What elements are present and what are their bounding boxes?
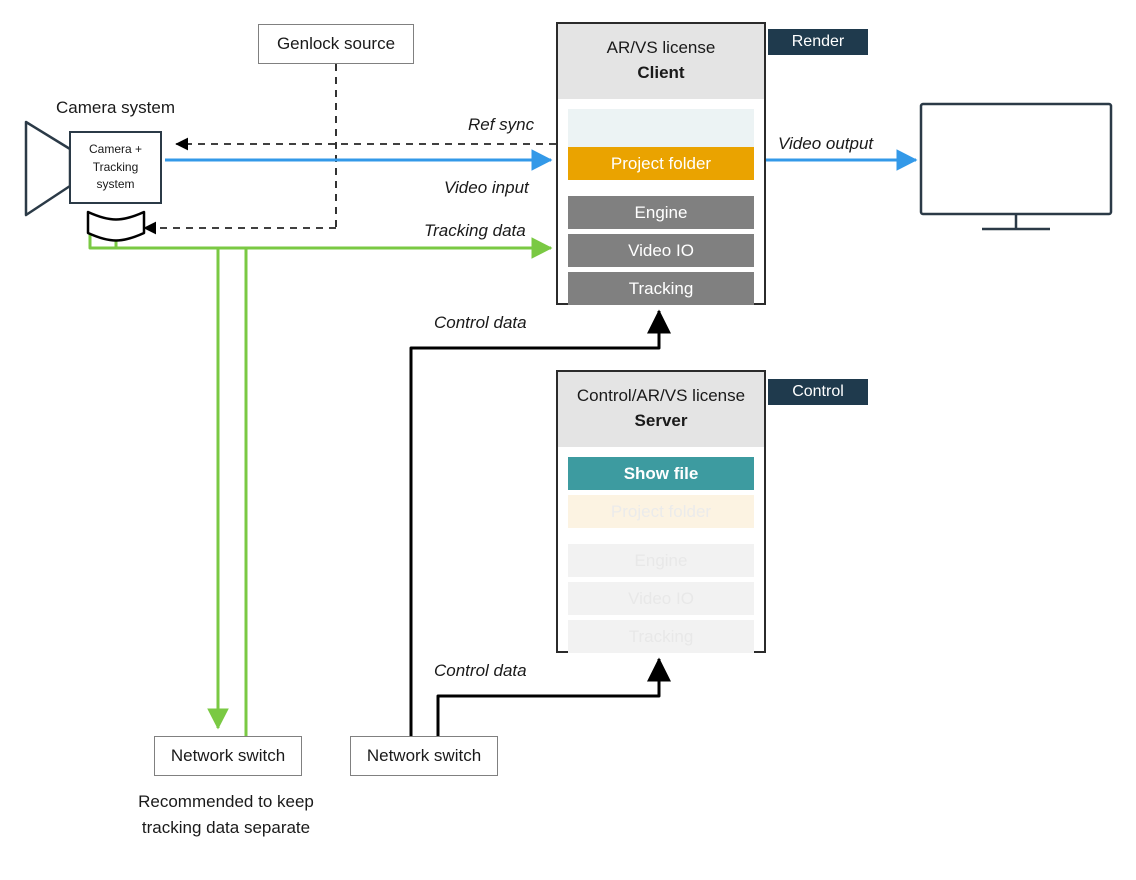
- video-output-label: Video output: [778, 134, 874, 153]
- client-row-blank[interactable]: [568, 109, 754, 148]
- camera-box-label: Camera + Tracking system: [89, 141, 142, 193]
- client-row-tracking[interactable]: Tracking: [568, 272, 754, 306]
- server-row-tracking[interactable]: Tracking: [568, 620, 754, 654]
- server-panel-header: Control/AR/VS license Server: [558, 372, 764, 448]
- tracking-note-line2: tracking data separate: [141, 817, 311, 837]
- ref-sync-label: Ref sync: [468, 115, 535, 134]
- client-panel[interactable]: AR/VS license Client Project folder Engi…: [556, 22, 766, 306]
- control-data-server-label: Control data: [434, 661, 527, 680]
- monitor-stand-icon: [982, 214, 1050, 231]
- genlock-source-box[interactable]: Genlock source: [258, 24, 414, 64]
- genlock-source-label: Genlock source: [276, 34, 396, 53]
- video-input-label: Video input: [444, 178, 529, 197]
- control-badge: Control: [768, 379, 868, 405]
- control-data-client-label: Control data: [434, 313, 527, 332]
- tracking-data-label: Tracking data: [424, 221, 526, 240]
- server-role-label: Server: [634, 410, 688, 430]
- client-row-gap: [568, 185, 754, 196]
- tracker-puck-icon: [86, 210, 146, 242]
- monitor-screen-icon: [919, 102, 1113, 216]
- client-panel-header: AR/VS license Client: [558, 24, 764, 100]
- server-row-show-file[interactable]: Show file: [568, 457, 754, 491]
- camera-tracking-system-box[interactable]: Camera + Tracking system: [69, 131, 162, 204]
- server-row-engine[interactable]: Engine: [568, 544, 754, 578]
- network-switch-tracking-label: Network switch: [170, 746, 286, 765]
- tracking-data-to-switch-line: [88, 232, 229, 730]
- network-switch-tracking[interactable]: Network switch: [154, 736, 302, 776]
- tracking-note: Recommended to keep tracking data separa…: [126, 789, 326, 840]
- server-row-gap: [568, 533, 754, 544]
- server-row-project-folder[interactable]: Project folder: [568, 495, 754, 529]
- server-row-video-io[interactable]: Video IO: [568, 582, 754, 616]
- client-row-engine[interactable]: Engine: [568, 196, 754, 230]
- network-switch-control-label: Network switch: [366, 746, 482, 765]
- camera-system-title: Camera system: [56, 98, 176, 117]
- camera-label-line2: Tracking: [92, 159, 139, 174]
- server-license-label: Control/AR/VS license: [576, 386, 746, 405]
- network-switch-control[interactable]: Network switch: [350, 736, 498, 776]
- client-module-list: Project folder Engine Video IO Tracking: [558, 99, 764, 315]
- server-panel[interactable]: Control/AR/VS license Server Show file P…: [556, 370, 766, 654]
- client-role-label: Client: [637, 62, 685, 82]
- camera-lens-icon: [24, 120, 72, 217]
- client-row-video-io[interactable]: Video IO: [568, 234, 754, 268]
- server-module-list: Show file Project folder Engine Video IO…: [558, 447, 764, 663]
- camera-label-line3: system: [96, 177, 135, 192]
- client-row-project-folder[interactable]: Project folder: [568, 147, 754, 181]
- render-badge: Render: [768, 29, 868, 55]
- client-license-label: AR/VS license: [606, 38, 716, 57]
- tracking-note-line1: Recommended to keep: [138, 792, 314, 811]
- camera-label-line1: Camera +: [88, 142, 143, 157]
